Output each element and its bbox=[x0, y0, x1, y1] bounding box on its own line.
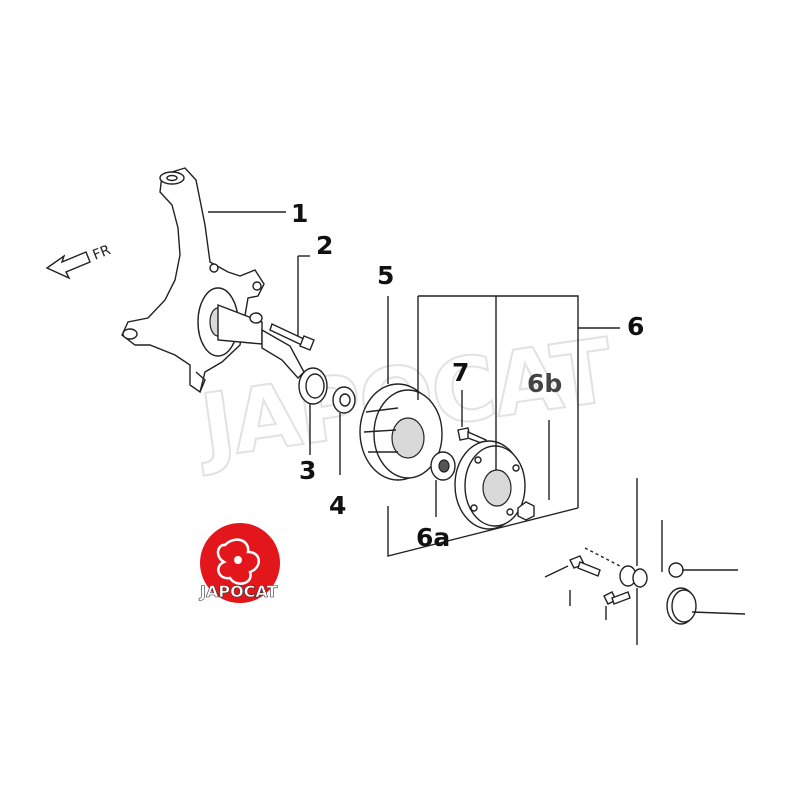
callout-6: 6 bbox=[627, 312, 644, 341]
part-6b-nut bbox=[517, 501, 535, 521]
callout-2: 2 bbox=[316, 231, 333, 260]
front-direction-arrow: FR bbox=[45, 242, 114, 280]
part-2-bolt bbox=[269, 323, 315, 351]
callout-6a: 6a bbox=[416, 523, 450, 552]
part-6-hub bbox=[454, 440, 526, 530]
part-5-brake-disc bbox=[359, 383, 443, 481]
part-7-stud bbox=[457, 427, 487, 445]
steering-knuckle bbox=[121, 167, 305, 394]
part-6a-bearing bbox=[430, 451, 456, 481]
part-3-seal bbox=[298, 367, 328, 405]
callout-5: 5 bbox=[377, 261, 394, 290]
callout-3: 3 bbox=[299, 456, 316, 485]
callout-6b: 6b bbox=[527, 369, 562, 398]
callout-7: 7 bbox=[452, 358, 469, 387]
japocat-logo: JAPOCAT bbox=[199, 523, 280, 603]
part-4-washer bbox=[332, 386, 356, 414]
callout-1: 1 bbox=[291, 199, 308, 228]
leader-lines bbox=[208, 211, 746, 645]
small-parts-group bbox=[569, 555, 697, 625]
callout-4: 4 bbox=[329, 491, 346, 520]
logo-text: JAPOCAT bbox=[199, 582, 278, 601]
cat-mark-icon bbox=[216, 538, 260, 585]
direction-label: FR bbox=[91, 242, 114, 264]
